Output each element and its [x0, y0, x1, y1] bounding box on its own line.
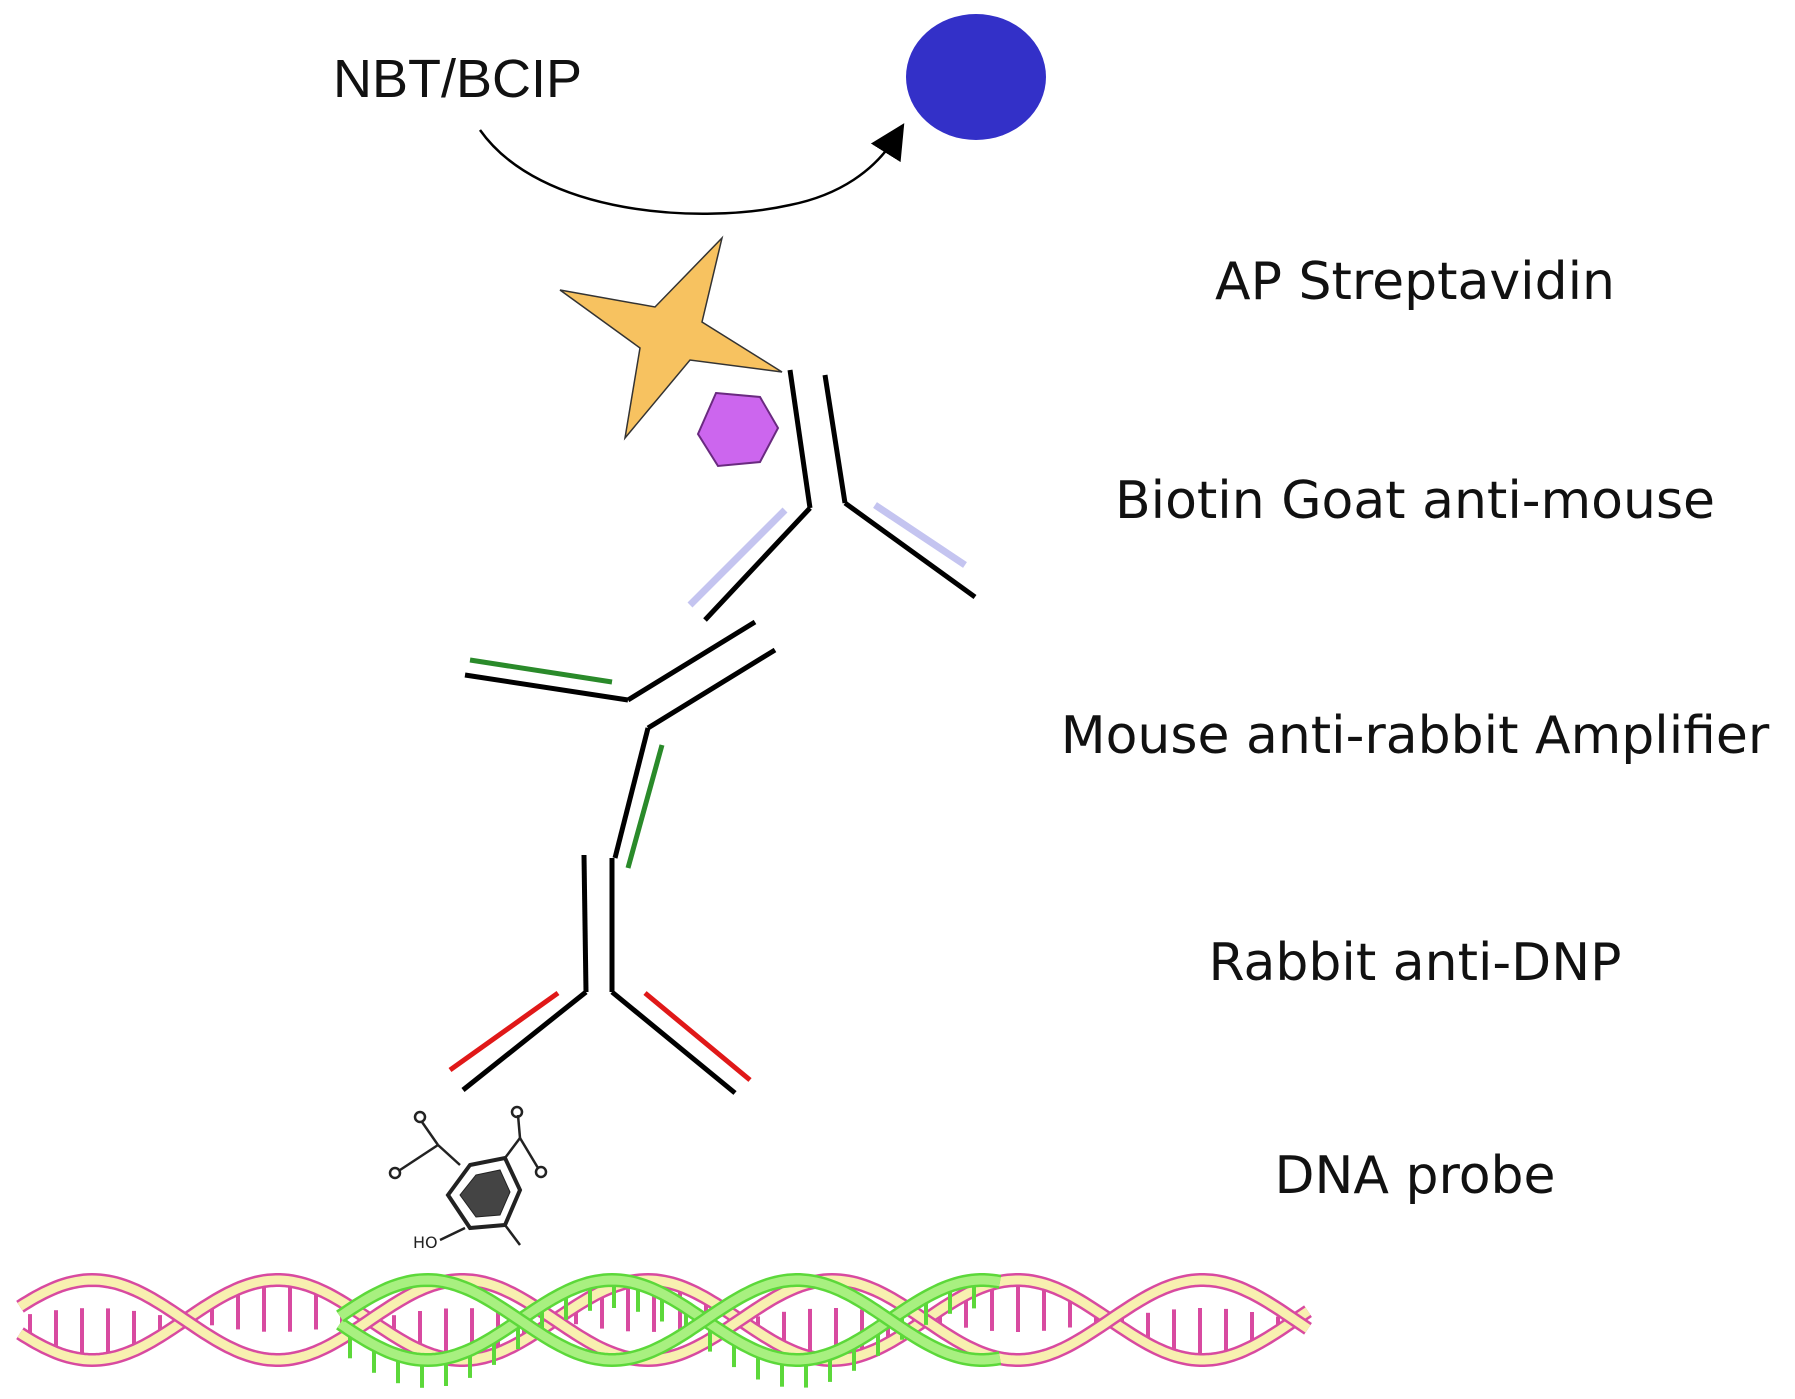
svg-text:HO: HO	[413, 1233, 438, 1252]
layer-label-rabbit-anti-dnp: Rabbit anti-DNP	[1208, 933, 1622, 993]
rabbit-antibody-icon	[448, 854, 752, 1095]
hexagon-icon	[696, 391, 780, 468]
product-precipitate-circle	[906, 14, 1046, 140]
dna-probe-strand	[337, 1275, 1001, 1365]
dna-backbone	[17, 1275, 1311, 1365]
substrate-label: NBT/BCIP	[333, 49, 583, 109]
layer-label-mouse-amplifier: Mouse anti-rabbit Amplifier	[1060, 706, 1770, 766]
layer-label-biotin-goat: Biotin Goat anti-mouse	[1114, 471, 1716, 531]
double-helix-icon	[16, 1272, 1312, 1388]
goat-antibody-icon	[687, 369, 977, 622]
mouse-antibody-icon	[464, 619, 777, 869]
curved-arrow-icon	[478, 123, 905, 215]
dna-backbone	[17, 1275, 1311, 1365]
star-icon	[559, 235, 783, 441]
dnp-molecule-icon: HO	[388, 1105, 548, 1252]
layer-label-ap-streptavidin: AP Streptavidin	[1215, 252, 1615, 312]
layer-label-dna-probe: DNA probe	[1274, 1146, 1556, 1206]
